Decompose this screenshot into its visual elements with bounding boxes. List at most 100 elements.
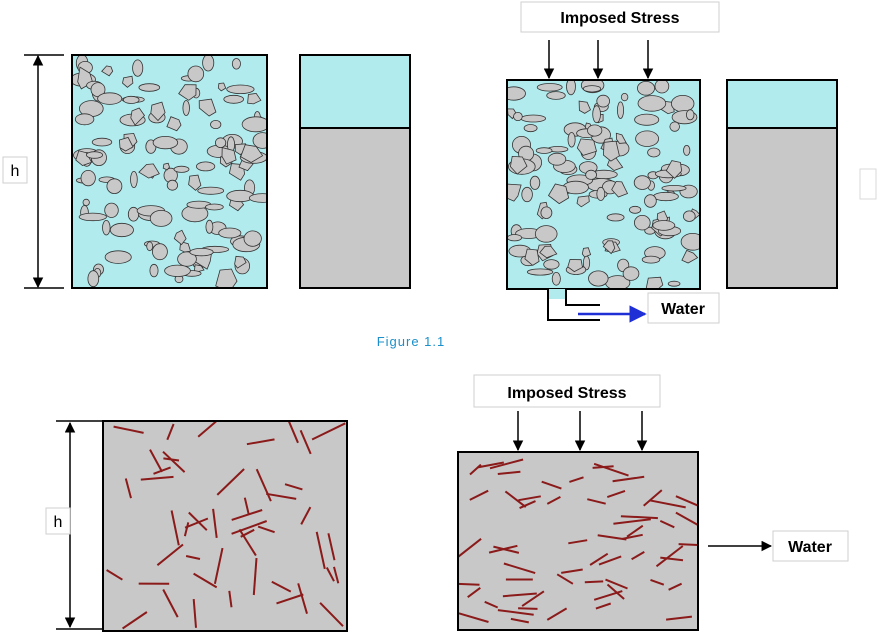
soil-grain [665,160,683,179]
clay-platelet [597,534,627,541]
figure2-right-group: Imposed Stress Water [457,374,849,631]
clay-platelet [153,466,171,475]
clay-platelet [649,499,686,509]
clay-platelet [458,612,489,623]
soil-grain [633,175,651,190]
soil-grain [606,213,625,222]
soil-grain [682,210,696,222]
fig2-stress-label-box [473,374,661,408]
soil-grain [578,100,592,114]
soil-grain [151,243,168,261]
soil-grain [248,193,267,203]
clay-platelet [162,589,179,618]
clay-platelet [311,422,346,441]
clay-platelet [469,489,489,501]
soil-grain [104,250,132,264]
soil-grain [130,107,146,126]
clay-platelet [188,511,208,531]
clay-platelet [156,543,184,566]
soil-grain [152,136,179,150]
clay-platelet [284,483,303,491]
clay-platelet [493,545,520,554]
soil-grain [620,93,629,102]
clay-platelet [606,489,626,499]
clay-platelet [502,592,537,598]
clay-platelet [622,533,643,540]
clay-platelet [659,519,675,529]
soil-grain [122,95,140,104]
clay-platelet [668,582,683,591]
soil-grain [633,214,651,231]
clay-platelet [106,569,123,581]
clay-platelet [546,496,561,505]
soil-grain [509,155,528,175]
soil-grain [567,259,583,273]
clay-platelet [655,545,684,568]
clay-platelet [166,423,175,441]
soil-grain [507,183,522,202]
clay-platelet [231,509,263,521]
clay-platelet [606,583,625,600]
soil-grain [215,268,238,288]
clay-platelet [255,468,272,502]
soil-grain [635,130,659,147]
clay-platelet [243,497,250,515]
fig2-h-label: h [54,514,63,531]
fig2-clay-platelets [106,421,346,630]
clay-platelet [650,578,665,586]
fig2-compressed-platelets [458,458,698,624]
clay-platelet [675,511,698,526]
soil-grain [78,212,107,222]
soil-grain [215,137,227,149]
fig1-compressed-phase-solid [726,127,838,289]
soil-grain [91,137,113,147]
clay-platelet [183,522,190,537]
clay-platelet [257,525,275,534]
soil-grain [596,94,610,108]
soil-grain [226,84,255,95]
clay-platelet [675,495,698,507]
soil-grain [102,219,111,236]
soil-grain [686,109,695,121]
soil-grain [74,113,95,126]
fig2-water-label: Water [788,539,832,556]
soil-grain [182,100,190,116]
fig1-compressed-sample-outline [506,79,701,290]
clay-platelet [497,470,521,475]
clay-platelet [584,580,604,584]
clay-platelet [113,425,144,434]
soil-grain [198,98,217,117]
fig1-drain-pipe [547,289,600,321]
soil-grain [138,163,160,179]
figure1-left-group: h [2,54,411,289]
clay-platelet [488,544,518,554]
soil-grain [243,230,262,247]
clay-platelet [518,495,541,502]
soil-grain [588,270,609,287]
soil-grain [196,161,216,172]
clay-platelet [325,567,335,582]
fig1-phase-water [299,54,411,129]
clay-platelet [595,602,612,610]
clay-platelet [568,539,588,545]
soil-grain [611,181,629,198]
clay-platelet [163,457,180,462]
soil-grain [622,266,640,281]
clay-platelet [458,538,482,559]
clay-platelet [238,528,257,557]
soil-grain [628,205,642,214]
soil-grain [524,248,540,266]
soil-grain [188,174,202,191]
clay-platelet [518,607,538,610]
clay-platelet [561,568,583,574]
clay-platelet [297,583,308,614]
soil-grain [104,202,119,218]
fig2-clay-sample-outline [102,420,348,632]
soil-grain [197,186,225,195]
soil-grain [166,179,178,191]
clay-platelet [477,461,504,469]
figure2-left-group: h [45,420,348,632]
clay-platelet [185,555,201,560]
soil-grain [543,259,560,270]
clay-platelet [192,599,197,628]
